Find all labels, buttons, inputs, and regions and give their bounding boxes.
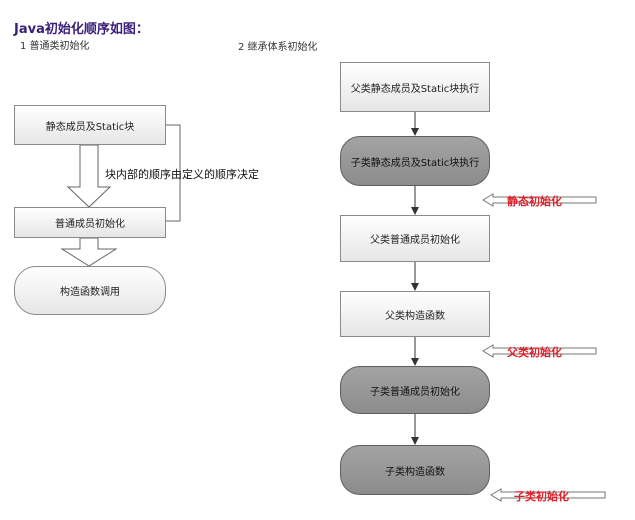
child-normal-box: 子类普通成员初始化 [340, 366, 490, 414]
static-init-label: 静态初始化 [507, 195, 562, 208]
block-order-note: 块内部的顺序由定义的顺序决定 [105, 168, 259, 181]
child-init-arrow [490, 488, 606, 502]
page-title: Java初始化顺序如图： [14, 22, 149, 37]
section-1-label: 1 普通类初始化 [20, 41, 90, 52]
child-init-label: 子类初始化 [514, 490, 569, 503]
child-constructor-box: 子类构造函数 [340, 445, 490, 495]
static-members-box: 静态成员及Static块 [14, 105, 166, 145]
constructor-call-box: 构造函数调用 [14, 266, 166, 315]
left-feedback-bracket [166, 124, 181, 222]
left-down-arrow-1 [66, 144, 112, 208]
parent-normal-box: 父类普通成员初始化 [340, 215, 490, 262]
parent-constructor-box: 父类构造函数 [340, 291, 490, 337]
parent-static-box: 父类静态成员及Static块执行 [340, 62, 490, 112]
normal-members-box: 普通成员初始化 [14, 207, 166, 238]
parent-init-label: 父类初始化 [507, 346, 562, 359]
child-static-box: 子类静态成员及Static块执行 [340, 136, 490, 186]
static-init-arrow [482, 193, 597, 207]
left-down-arrow-2 [60, 237, 118, 267]
parent-init-arrow [482, 344, 597, 358]
section-2-label: 2 继承体系初始化 [238, 42, 318, 53]
